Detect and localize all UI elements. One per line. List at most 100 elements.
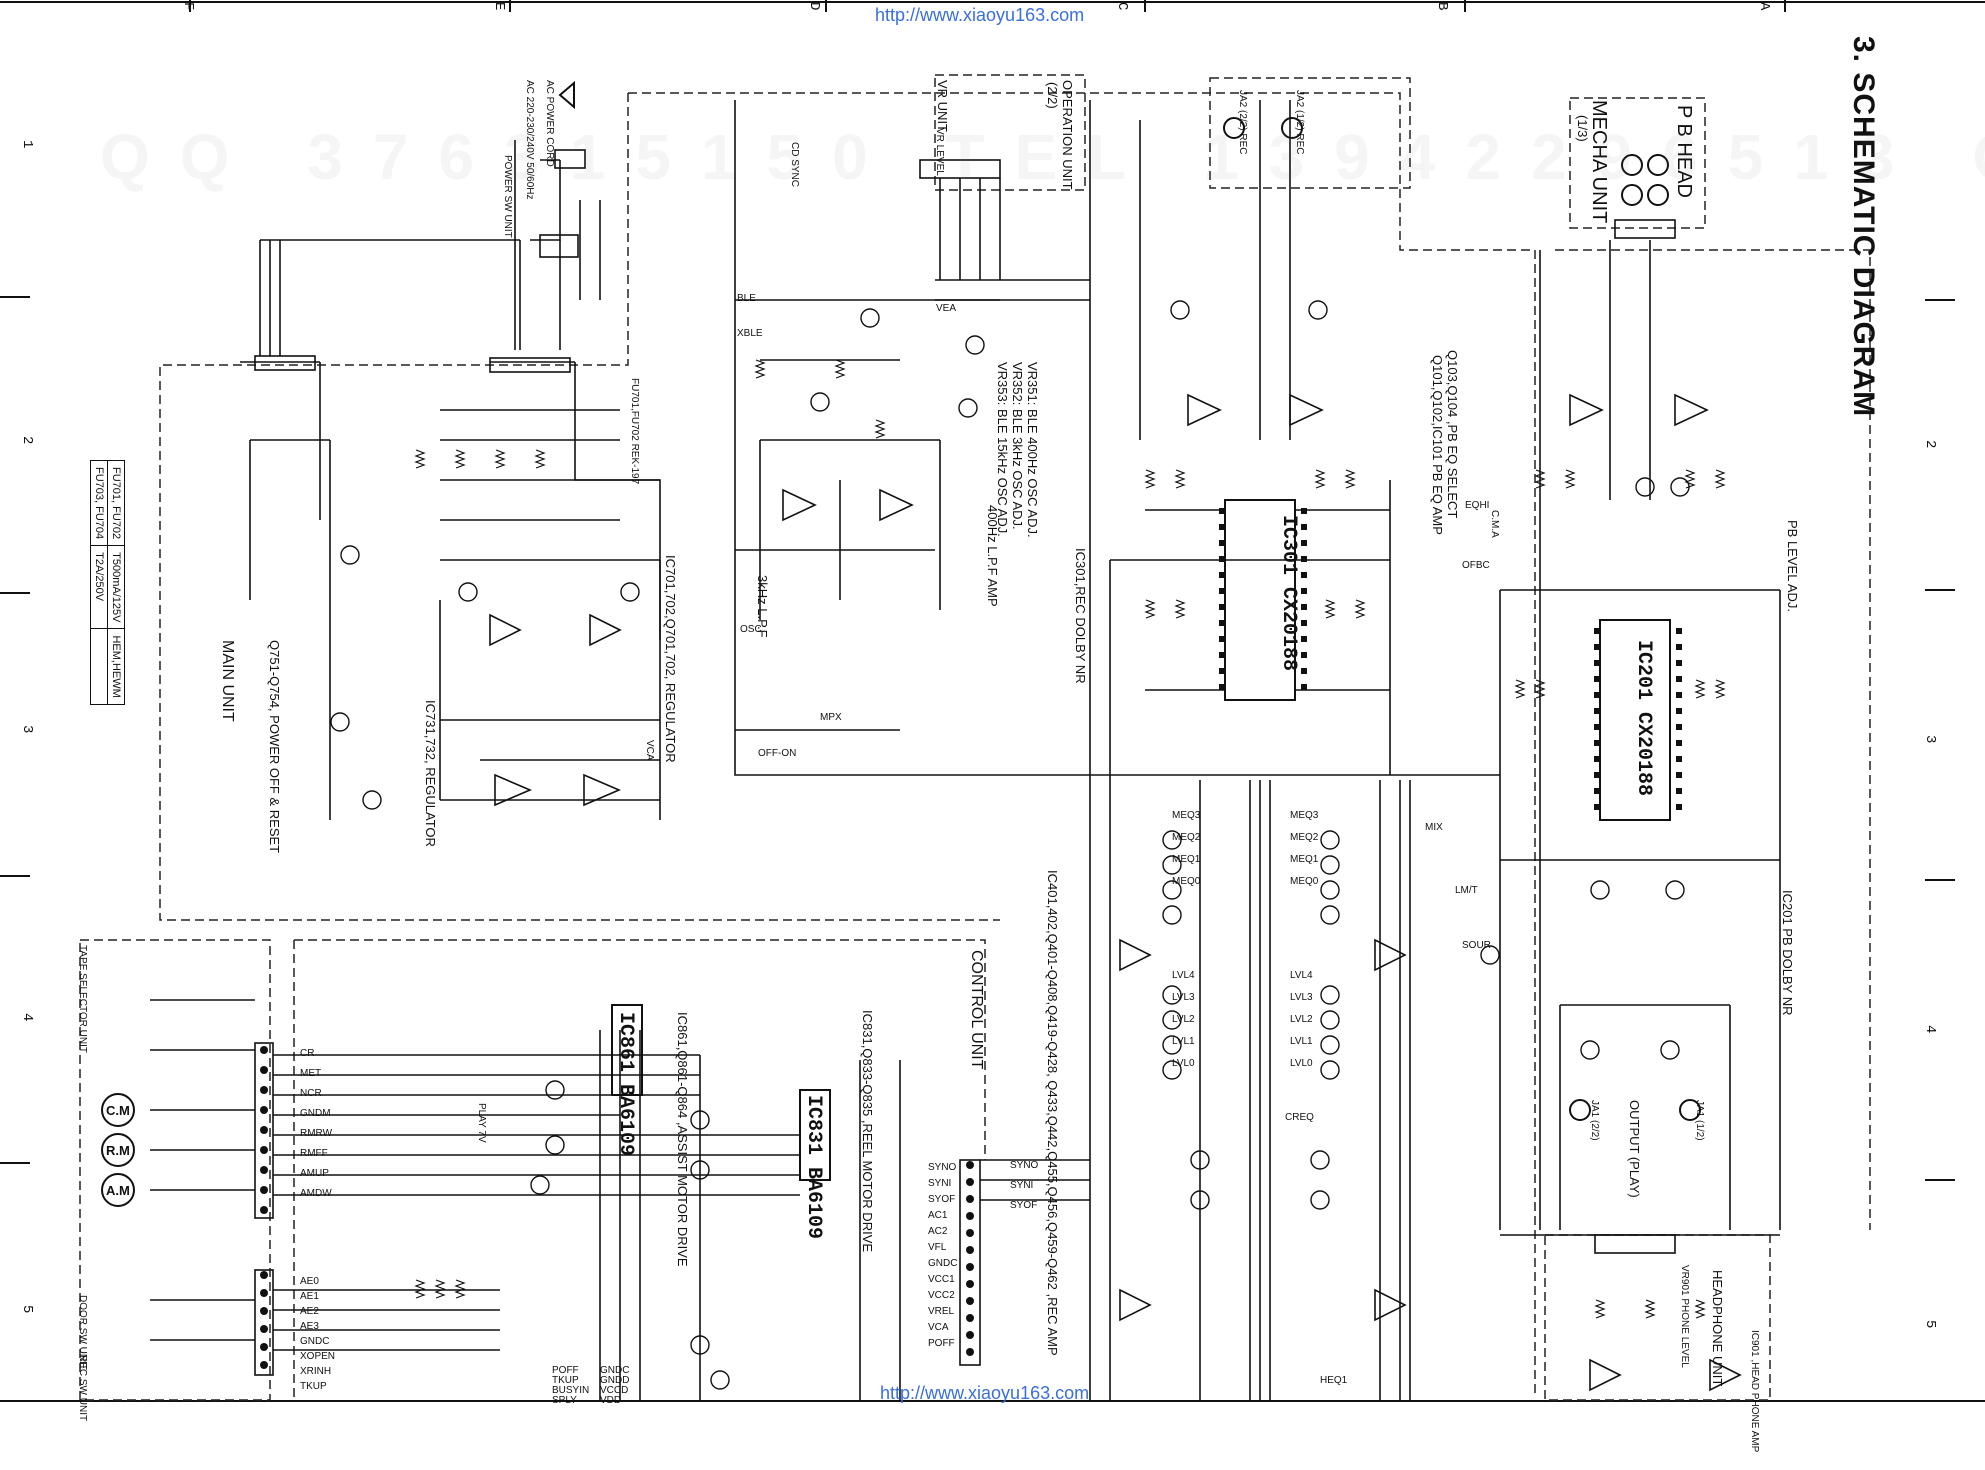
power-off-reset-note: Q751-Q754, POWER OFF & RESET xyxy=(267,640,282,854)
resistor-symbol xyxy=(1144,599,1156,619)
control-signal-label: AE2 xyxy=(300,1306,319,1317)
bottom-signal-label: VDD xyxy=(600,1395,622,1406)
cma-label: C.M.A xyxy=(1489,510,1500,538)
transistor-symbol xyxy=(545,1135,565,1155)
transistor-symbol xyxy=(1320,855,1340,875)
bottom-signal-label: GNDC xyxy=(600,1365,630,1376)
rec-amp-note: IC401,402,Q401-Q408,Q419-Q428, Q433,Q442… xyxy=(1045,870,1060,1356)
ic-pin xyxy=(1219,540,1225,546)
resistor-symbol xyxy=(414,449,426,469)
ic-pin xyxy=(1301,668,1307,674)
control-signal-label: MET xyxy=(300,1068,322,1079)
transistor-symbol xyxy=(1308,300,1328,320)
connector-pin xyxy=(966,1246,974,1254)
transistor-symbol xyxy=(1320,1060,1340,1080)
ic301-note: IC301,REC DOLBY NR xyxy=(1073,548,1088,684)
ic731-regulator-note: IC731,732, REGULATOR xyxy=(423,700,438,847)
ic-pin xyxy=(1676,692,1682,698)
lvl-label: LVL2 xyxy=(1290,1014,1313,1025)
transistor-symbol xyxy=(810,392,830,412)
connector-pin xyxy=(260,1066,268,1074)
transistor-symbol xyxy=(690,1335,710,1355)
ic-pin xyxy=(1219,636,1225,642)
transistor-symbol xyxy=(1665,880,1685,900)
lvl-label: LVL4 xyxy=(1290,970,1313,981)
pb-eq-amp-note: Q101,Q102,IC101 PB EQ AMP xyxy=(1430,355,1445,535)
fuse-table-cell: FU701, FU702 xyxy=(107,460,125,546)
jack-1-2-label: JA1 (1/2) xyxy=(1694,1100,1705,1141)
ic-pin xyxy=(1594,788,1600,794)
ic201-note: IC201 PB DOLBY NR xyxy=(1780,890,1795,1016)
ic-pin xyxy=(1676,788,1682,794)
lvl-label: LVL3 xyxy=(1172,992,1195,1003)
ic-pin xyxy=(1219,572,1225,578)
row-number-left-5: 5 xyxy=(19,1305,35,1314)
transistor-symbol xyxy=(1580,1040,1600,1060)
headphone-unit-label: HEADPHONE UNIT xyxy=(1710,1270,1725,1387)
resistor-symbol xyxy=(534,449,546,469)
connector-pin xyxy=(966,1280,974,1288)
row-number-left-4: 4 xyxy=(19,1013,35,1022)
control-signal-label: XOPEN xyxy=(300,1351,336,1362)
row-number-left-3: 3 xyxy=(19,725,35,734)
source-url-bottom[interactable]: http://www.xiaoyu163.com xyxy=(880,1383,1090,1403)
connector-signal-label: POFF xyxy=(928,1338,955,1349)
ic-pin xyxy=(1219,620,1225,626)
jack-2-2-label: JA1 (2/2) xyxy=(1589,1100,1600,1141)
meq-label: MEQ1 xyxy=(1172,854,1201,865)
meq-label: MEQ2 xyxy=(1290,832,1319,843)
transistor-symbol xyxy=(362,790,382,810)
connector-pin xyxy=(260,1186,268,1194)
ic-pin xyxy=(1594,724,1600,730)
ic-pin xyxy=(1676,756,1682,762)
ic-pin xyxy=(1676,676,1682,682)
control-signal-label: RMFF xyxy=(300,1148,328,1159)
resistor-symbol xyxy=(1694,1299,1706,1319)
lvl-label: LVL0 xyxy=(1172,1058,1195,1069)
resistor-symbol xyxy=(1714,469,1726,489)
vr352-note: VR352: BLE 3kHz OSC ADJ. xyxy=(1010,362,1025,530)
mix-label: MIX xyxy=(1425,822,1443,833)
transistor-symbol xyxy=(1320,985,1340,1005)
transistor-symbol xyxy=(1660,1040,1680,1060)
connector-signal-label: SYOF xyxy=(928,1194,956,1205)
transistor-symbol xyxy=(1310,1150,1330,1170)
connector-pin xyxy=(260,1106,268,1114)
ic-pin xyxy=(1676,660,1682,666)
connector-signal-label: VFL xyxy=(928,1242,947,1253)
resistor-symbol xyxy=(1144,469,1156,489)
column-letter-d: D xyxy=(806,2,822,11)
transistor-symbol xyxy=(330,712,350,732)
heq1-label: HEQ1 xyxy=(1320,1375,1348,1386)
row-number-right-2: 2 xyxy=(1922,440,1938,449)
connector-pin xyxy=(966,1195,974,1203)
ic-pin xyxy=(1594,772,1600,778)
ic-pin xyxy=(1219,556,1225,562)
schematic-wiring xyxy=(0,0,1985,1402)
transistor-symbol xyxy=(1320,905,1340,925)
resistor-symbol xyxy=(1694,679,1706,699)
connector-pin xyxy=(260,1289,268,1297)
meq-label: MEQ0 xyxy=(1172,876,1201,887)
transistor-symbol xyxy=(1162,905,1182,925)
transistor-symbol xyxy=(458,582,478,602)
source-url-top[interactable]: http://www.xiaoyu163.com xyxy=(875,5,1085,25)
off-on-label: OFF-ON xyxy=(758,748,797,759)
ic-pin xyxy=(1594,708,1600,714)
rm-motor-label: R.M xyxy=(106,1143,130,1158)
vca-label: VCA xyxy=(644,740,655,761)
resistor-symbol xyxy=(1714,679,1726,699)
lpf400-note: 400Hz L.P.F AMP xyxy=(985,505,1000,607)
transistor-symbol xyxy=(620,582,640,602)
resistor-symbol xyxy=(874,419,886,439)
connector-pin xyxy=(966,1212,974,1220)
fuse-table-cell: FU703, FU704 xyxy=(90,460,108,546)
ic-pin xyxy=(1219,668,1225,674)
transistor-symbol xyxy=(710,1370,730,1390)
ic-pin xyxy=(1594,628,1600,634)
connector-signal-label: SYNO xyxy=(928,1162,957,1173)
ic-pin xyxy=(1301,572,1307,578)
connector-pin xyxy=(260,1146,268,1154)
